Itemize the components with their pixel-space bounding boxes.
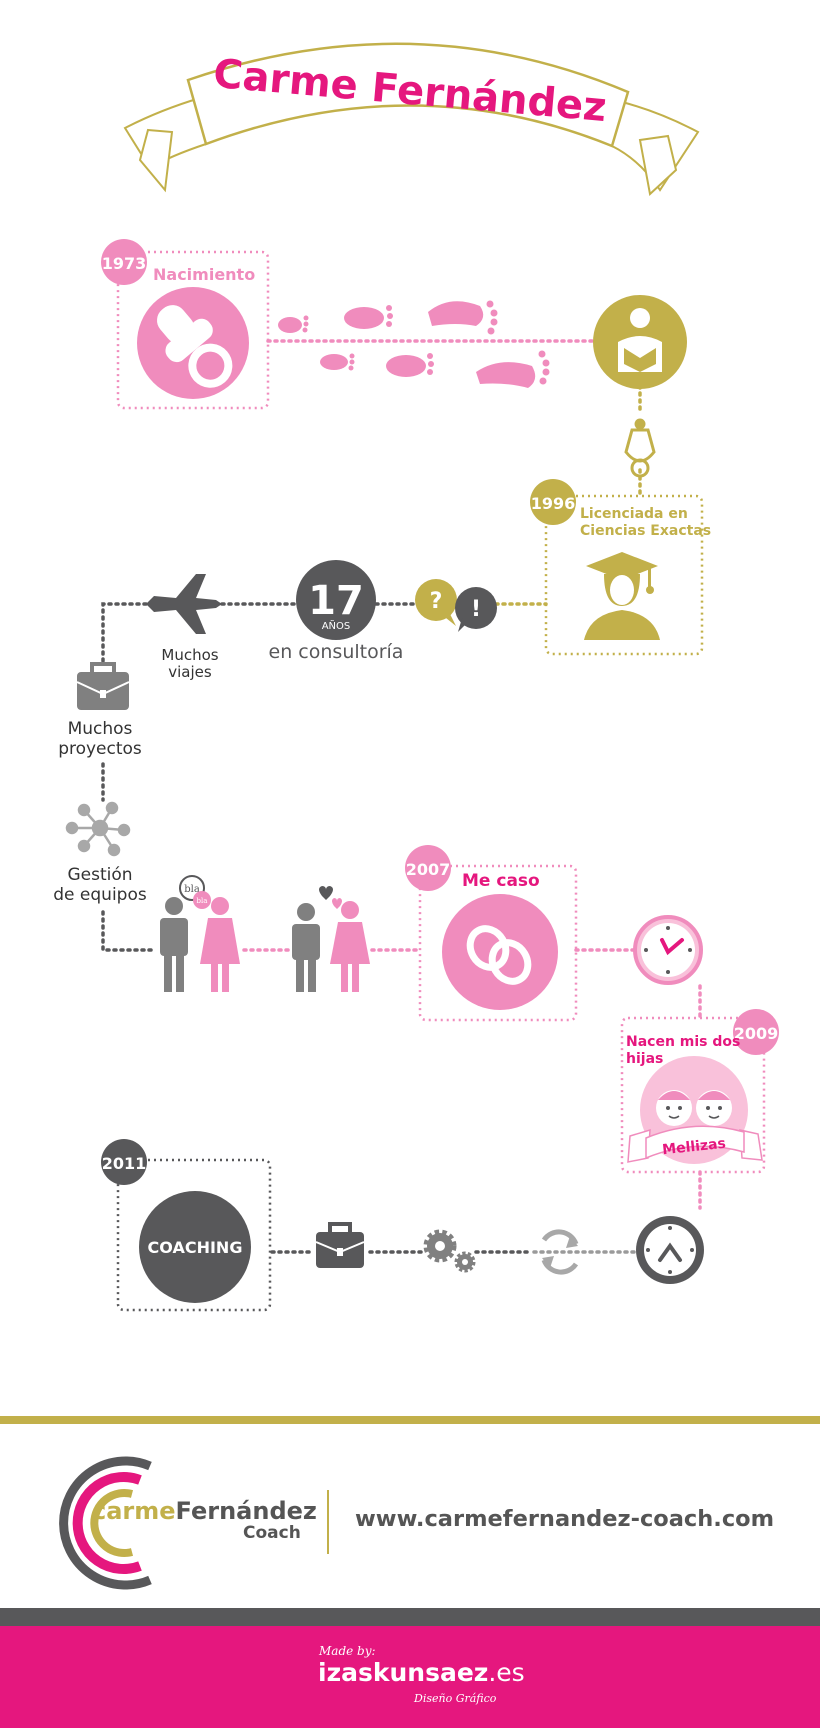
coaching-badge (139, 1191, 251, 1303)
logo-wordmark: carmeFernández (92, 1497, 317, 1525)
projects-label-line2: proyectos (58, 739, 142, 759)
event-projects: Muchos proyectos (58, 662, 142, 759)
briefcase-icon (76, 662, 130, 710)
refresh-icon (541, 1229, 579, 1275)
made-by-label: Made by: (319, 1644, 376, 1658)
briefcase-dark-icon (315, 1222, 365, 1268)
year-badge (405, 845, 451, 891)
teams-label-line2: de equipos (53, 885, 147, 905)
website-link[interactable]: www.carmefernandez-coach.com (355, 1506, 775, 1532)
svg-text:?: ? (430, 589, 443, 614)
event-wedding: 2007 Me caso (405, 845, 578, 1022)
footer-gold-bar (0, 1416, 820, 1424)
footer-divider (327, 1490, 329, 1554)
year-label: 1973 (102, 254, 147, 273)
network-icon (65, 801, 131, 857)
year-label: 2011 (102, 1154, 147, 1173)
gears-icon (423, 1229, 476, 1273)
event-label-line1: Nacen mis dos (626, 1034, 740, 1050)
event-consulting: 17 AÑOS en consultoría (269, 560, 404, 663)
event-degree: 1996 Licenciada en Ciencias Exactas (530, 479, 711, 656)
years-unit: AÑOS (322, 619, 351, 632)
designer-credit[interactable]: izaskunsaez.es (318, 1658, 525, 1687)
teams-label-line1: Gestión (67, 865, 132, 885)
credit-domain: .es (488, 1658, 525, 1687)
svg-text:!: ! (471, 597, 481, 622)
couple-talking-icon: bla bla (160, 875, 240, 992)
logo-first-name: carme (92, 1497, 176, 1525)
degree-frame (544, 494, 704, 656)
travel-label-line2: viajes (168, 663, 212, 681)
credit-subtitle: Diseño Gráfico (414, 1692, 497, 1705)
logo-mark (59, 1456, 152, 1590)
year-label: 2009 (734, 1024, 779, 1043)
event-daughters: 2009 Nacen mis dos hijas Mellizas (620, 1009, 779, 1174)
rings-icon (442, 894, 558, 1010)
clock-dark-icon (636, 1216, 704, 1284)
wedding-frame (418, 864, 578, 1022)
speech-bubble-text: bla (184, 884, 200, 895)
question-bubbles-icon: ? ! (415, 579, 497, 632)
graduate-icon (584, 552, 660, 640)
event-label: Nacimiento (153, 265, 255, 284)
footprints-icon (278, 300, 550, 388)
credit-name: izaskunsaez (318, 1658, 489, 1687)
year-badge (101, 1139, 147, 1185)
years-badge (296, 560, 376, 640)
daughters-frame (620, 1016, 766, 1174)
consulting-label: en consultoría (269, 641, 404, 663)
logo-subtitle: Coach (243, 1523, 301, 1543)
year-badge (101, 239, 147, 285)
couple-love-icon (292, 886, 370, 992)
coaching-label: COACHING (148, 1238, 243, 1257)
airplane-icon (146, 574, 222, 634)
event-travel: Muchos viajes (146, 574, 222, 681)
event-teams: Gestión de equipos (53, 801, 147, 905)
pacifier-icon (137, 287, 249, 399)
coaching-frame (116, 1158, 272, 1312)
timeline-connectors (101, 339, 702, 1254)
year-label: 1996 (531, 494, 576, 513)
event-coaching: 2011 COACHING (101, 1139, 272, 1312)
year-badge (530, 479, 576, 525)
projects-label-line1: Muchos (68, 719, 133, 739)
event-label: Me caso (462, 871, 540, 891)
event-label-line2: hijas (626, 1051, 663, 1067)
travel-label-line1: Muchos (161, 646, 218, 664)
study-icon (593, 295, 687, 389)
zipper-icon (624, 418, 656, 478)
footer-gray-bar (0, 1608, 820, 1626)
footer-pink-bar (0, 1626, 820, 1728)
year-badge (733, 1009, 779, 1055)
event-birth: 1973 Nacimiento (101, 239, 270, 410)
years-number: 17 (308, 578, 364, 624)
speech-bubble-text: bla (197, 897, 208, 905)
year-label: 2007 (406, 860, 451, 879)
clock-icon (633, 915, 703, 985)
event-label-line1: Licenciada en (580, 506, 688, 522)
ribbon-text: Mellizas (662, 1136, 727, 1159)
logo-last-name: Fernández (175, 1497, 317, 1525)
title-banner: Carme Fernández (123, 42, 700, 196)
event-label-line2: Ciencias Exactas (580, 523, 711, 539)
ribbon-banner: Mellizas (627, 1125, 763, 1163)
